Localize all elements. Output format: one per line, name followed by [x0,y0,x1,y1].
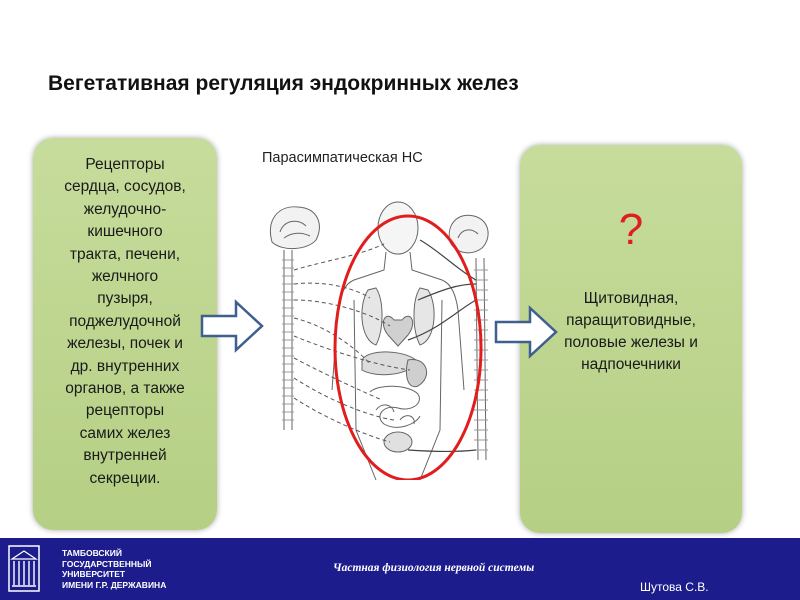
author-name: Шутова С.В. [640,580,709,594]
left-line: органов, а также [65,380,185,398]
parasympathetic-label: Парасимпатическая НС [262,150,423,166]
left-line: тракта, печени, [69,245,181,263]
left-receptors-box: Рецепторы сердца, сосудов, желудочно- ки… [33,138,217,530]
left-line: самих желез [79,424,171,442]
left-line: железы, почек и [67,335,183,353]
left-line: желудочно- [83,200,167,218]
left-line: сердца, сосудов, [64,178,186,196]
university-line: ГОСУДАРСТВЕННЫЙ [62,558,152,569]
left-line: внутренней [83,447,167,465]
left-line: желчного [91,268,159,286]
university-line: ИМЕНИ Г.Р. ДЕРЖАВИНА [62,579,167,590]
university-line: УНИВЕРСИТЕТ [62,569,126,579]
right-line: паращитовидные, [566,312,696,329]
left-line: рецепторы [85,402,165,420]
university-name: ТАМБОВСКИЙ ГОСУДАРСТВЕННЫЙ УНИВЕРСИТЕТ И… [62,548,166,590]
university-logo-icon [8,545,40,592]
right-line: надпочечники [581,356,681,373]
footer-bar [0,538,800,600]
highlight-ellipse [333,214,483,480]
left-line: Рецепторы [85,156,165,173]
left-line: др. внутренних [70,357,180,375]
question-mark: ? [618,205,644,254]
course-title: Частная физиология нервной системы [333,562,535,574]
nervous-system-diagram [270,201,489,480]
right-glands-box: ? Щитовидная, паращитовидные, половые же… [520,145,742,533]
right-line: половые железы и [564,334,698,351]
right-arrow-icon [494,305,558,359]
left-line: кишечного [87,223,163,241]
left-line: секреции. [89,469,161,487]
left-line: пузыря, [97,290,153,308]
left-arrow-icon [200,299,264,353]
right-box-text: Щитовидная, паращитовидные, половые желе… [520,288,742,376]
slide-title: Вегетативная регуляция эндокринных желез [48,72,519,95]
university-line: ТАМБОВСКИЙ [62,548,122,558]
left-box-text: Рецепторы сердца, сосудов, желудочно- ки… [33,154,217,490]
right-line: Щитовидная, [583,290,679,307]
left-line: поджелудочной [69,312,181,330]
